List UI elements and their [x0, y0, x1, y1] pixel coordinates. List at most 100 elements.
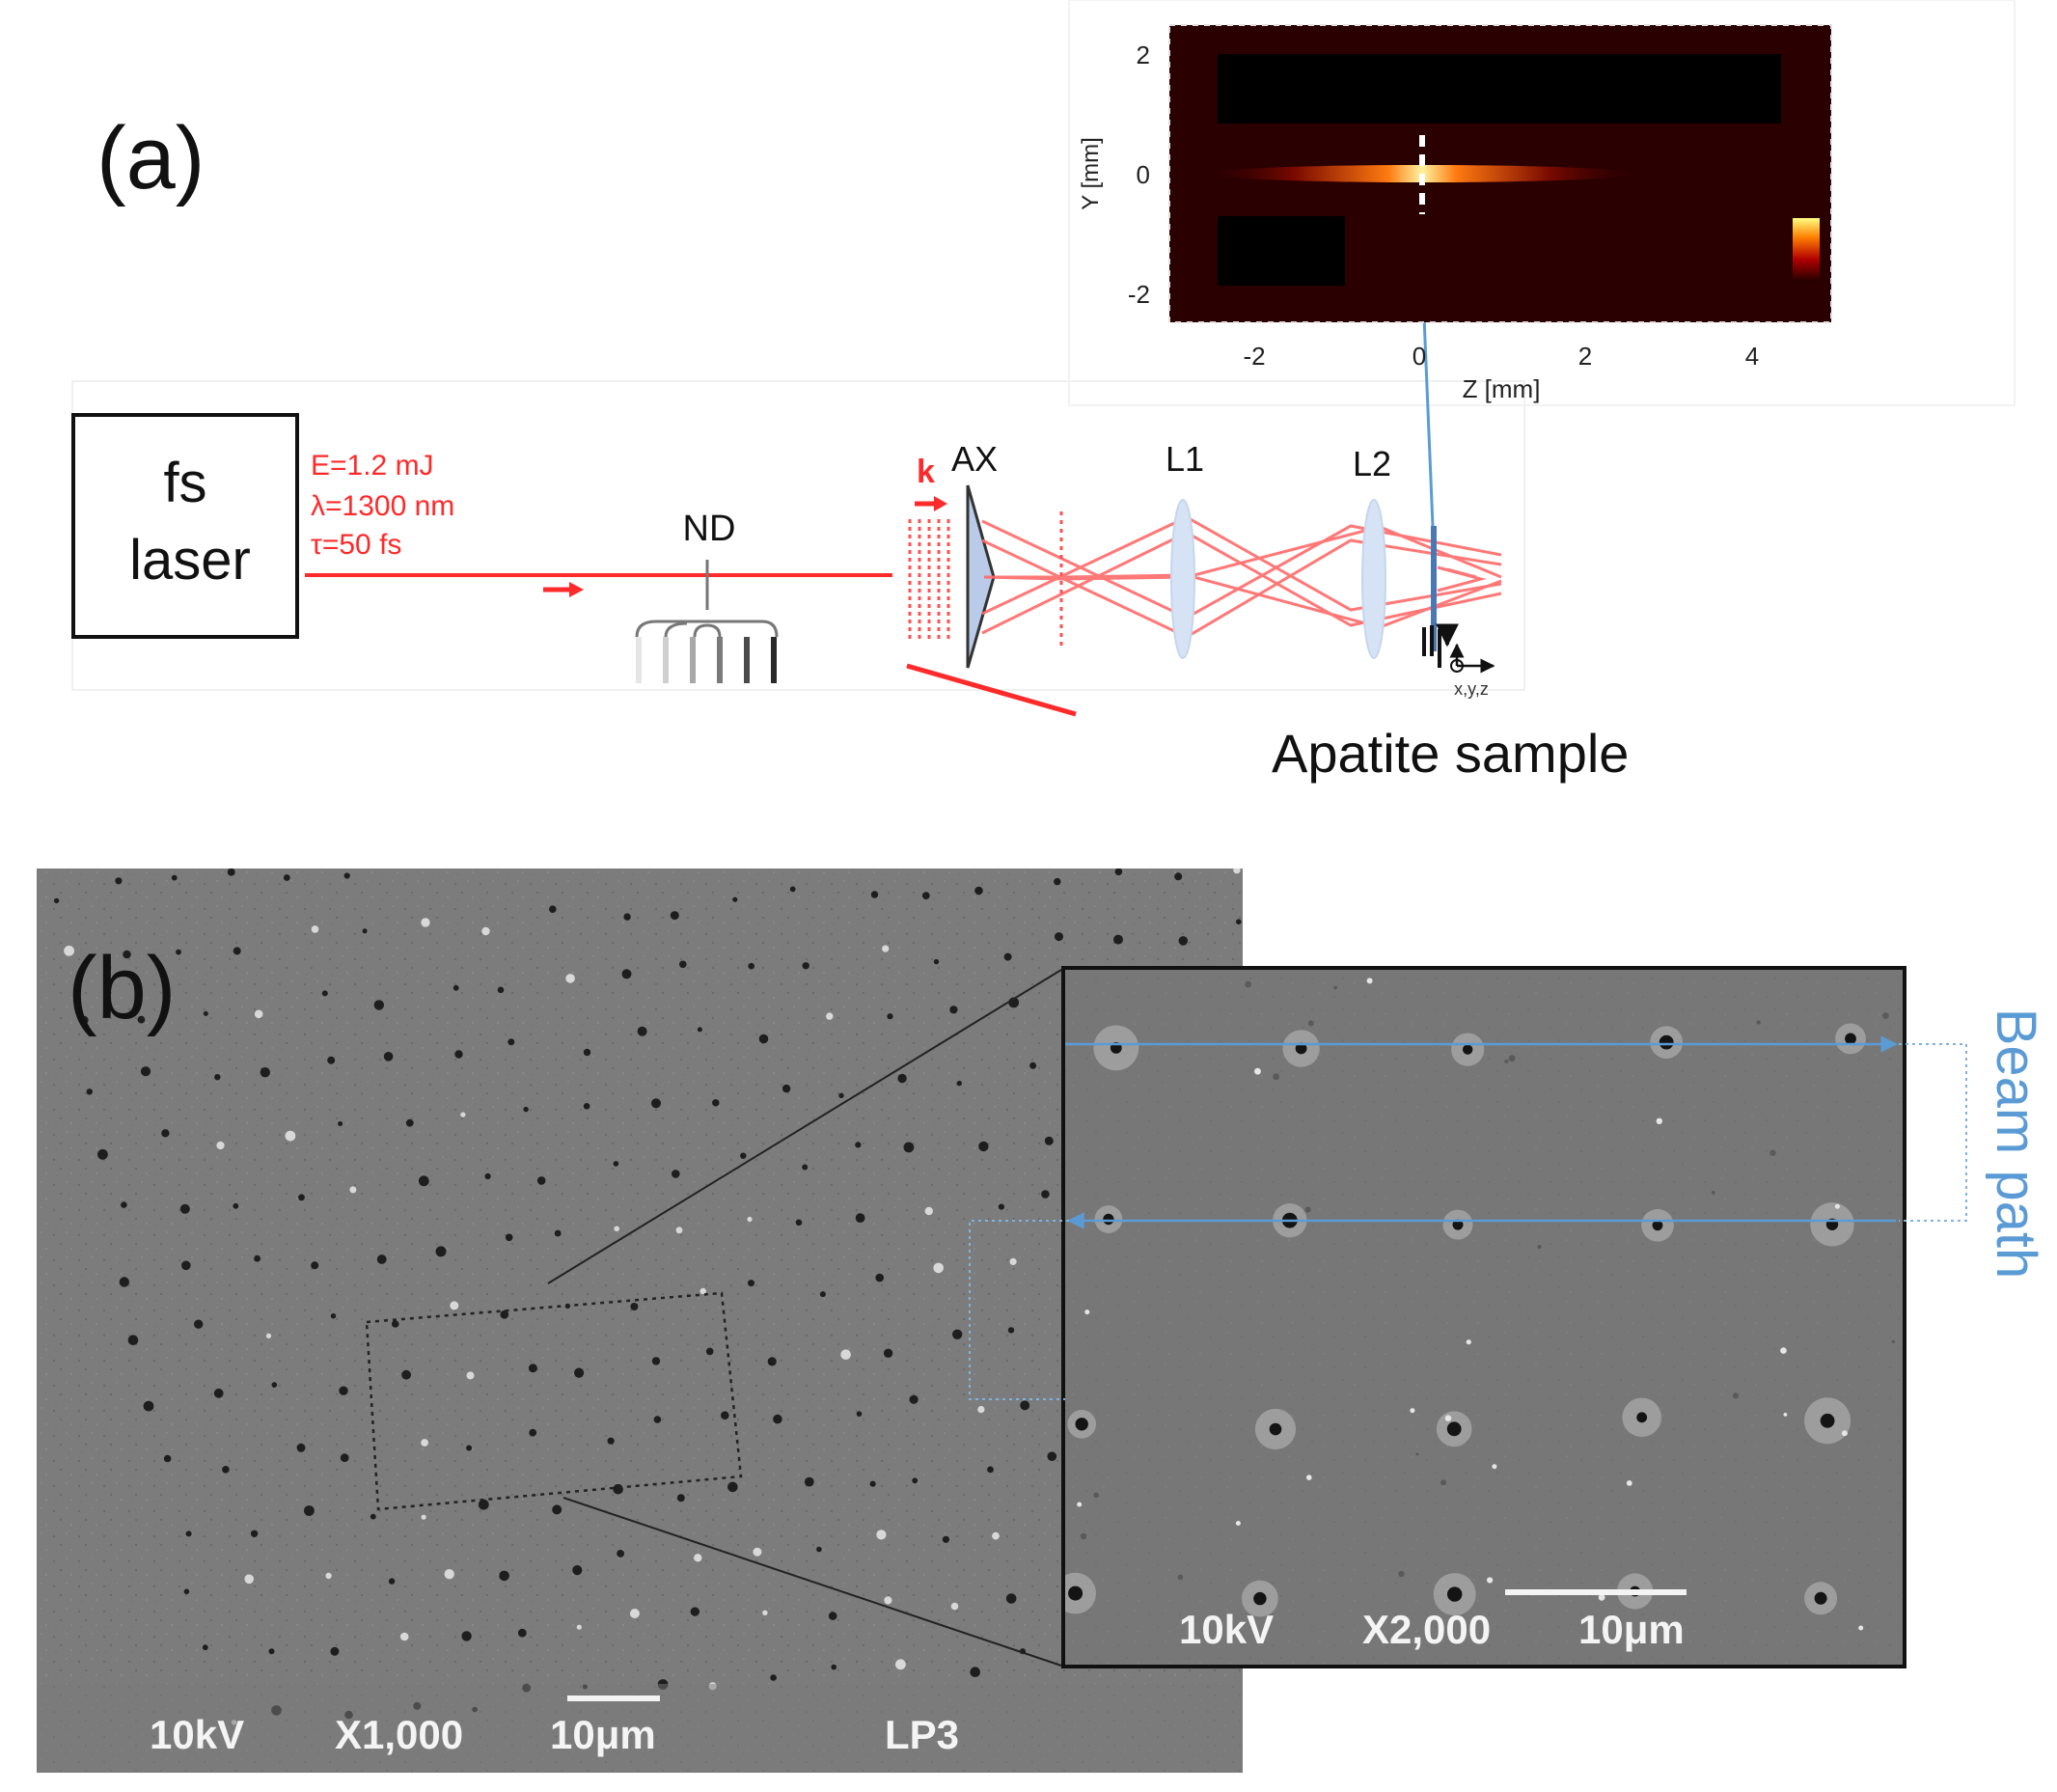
sem-pit — [311, 925, 319, 933]
sem-pit — [903, 1142, 915, 1153]
sem-pit — [651, 1357, 661, 1365]
sem-pit — [1652, 1220, 1663, 1231]
sem-pit — [413, 854, 421, 862]
sem-pit — [1047, 1451, 1057, 1461]
sem-pit — [461, 1631, 472, 1641]
sem-pit — [694, 1554, 702, 1562]
sem-pit — [466, 1371, 475, 1380]
sem-pit — [748, 962, 754, 970]
sem-pit — [339, 1386, 348, 1395]
sem-zoom-scale-label: 10μm — [1578, 1607, 1685, 1652]
sem-pit — [856, 1411, 863, 1417]
sem-pit — [614, 1226, 619, 1232]
sem-pit — [753, 1547, 762, 1557]
sem-pit — [421, 918, 430, 927]
beam-path-arrows — [969, 1035, 1967, 1400]
sem-pit — [216, 1141, 225, 1150]
sem-pit — [1104, 803, 1111, 811]
sem-speck — [1834, 1203, 1840, 1209]
sem-pit — [450, 1301, 459, 1310]
sem-pit — [86, 1089, 94, 1095]
inset-mask-top — [1218, 54, 1781, 124]
sem-pit — [912, 1477, 919, 1484]
sem-pit — [933, 958, 940, 965]
sem-pit — [233, 1202, 239, 1209]
sem-pit — [343, 872, 350, 879]
sem-pit — [529, 1428, 537, 1437]
sem-speck — [1410, 1408, 1415, 1414]
sem-pit — [298, 1194, 305, 1201]
nd-filter-icon — [635, 560, 779, 683]
sem-pit — [705, 1347, 714, 1356]
inset-mask-bottom — [1218, 216, 1345, 286]
sem-pit — [721, 1411, 729, 1420]
sem-pit — [203, 1010, 208, 1016]
sem-pit — [370, 1513, 376, 1520]
zoom-region-outline — [365, 1291, 743, 1511]
sem-pit — [405, 1118, 414, 1127]
sem-pit — [956, 1080, 962, 1087]
sem-speck — [1466, 1339, 1471, 1345]
sem-pit — [499, 1570, 509, 1582]
sem-pit — [949, 1006, 958, 1014]
sem-pit — [296, 1443, 306, 1452]
sem-pit — [161, 1129, 170, 1138]
sem-speck — [1627, 1638, 1632, 1643]
inset-ytick: -2 — [1128, 280, 1150, 309]
panel-b-label: (b) — [68, 939, 176, 1037]
sem-pit — [265, 1333, 272, 1338]
sem-pit — [762, 1610, 768, 1616]
sem-pit — [855, 1213, 865, 1223]
sem-pit — [325, 1572, 332, 1580]
sem-pit — [260, 1067, 270, 1078]
sem-pit — [254, 1254, 261, 1262]
sem-speck — [1177, 1574, 1184, 1581]
sem-pit — [1007, 1327, 1015, 1334]
sem-pit — [80, 1015, 89, 1025]
sem-pit — [391, 1320, 399, 1328]
sem-zoom-pits — [1063, 978, 1896, 1643]
sem-pit — [697, 1027, 702, 1033]
sem-zoom-magnification: X2,000 — [1362, 1607, 1491, 1652]
sem-pit — [1005, 1593, 1017, 1604]
sem-speck — [1783, 1413, 1788, 1417]
sem-pit — [758, 1034, 769, 1044]
sem-pit — [53, 897, 60, 904]
sem-pit — [500, 1310, 509, 1319]
zoom-connector-bottom — [562, 1497, 1062, 1667]
sem-pit — [630, 1303, 639, 1310]
sem-pit — [1041, 1190, 1050, 1199]
sem-pit — [748, 1280, 754, 1287]
sem-pit — [401, 1369, 411, 1380]
sem-pit — [790, 823, 796, 829]
sem-speck — [1504, 1059, 1509, 1063]
sem-pit — [482, 858, 488, 864]
sem-pit — [176, 949, 181, 955]
sem-pit — [623, 913, 631, 921]
sem-speck — [1508, 1055, 1516, 1062]
sem-pit — [183, 1588, 190, 1595]
sem-pit — [970, 1667, 980, 1677]
sem-pit — [194, 1319, 204, 1329]
sem-pit — [497, 986, 505, 994]
sem-speck — [1756, 1020, 1761, 1025]
sem-pit — [572, 1565, 583, 1576]
sem-pit — [802, 1164, 809, 1171]
sem-pit — [97, 1148, 108, 1160]
sem-speck — [1487, 1577, 1494, 1584]
sem-pit — [271, 1382, 278, 1388]
inset-xtick: 2 — [1578, 342, 1592, 371]
sem-pit — [770, 1674, 777, 1681]
sem-pit — [1236, 919, 1242, 924]
sem-pit — [998, 1203, 1004, 1210]
sem-pit — [202, 1644, 208, 1651]
sem-pit — [670, 911, 679, 921]
inset-xtick: -2 — [1243, 342, 1265, 371]
sem-pit — [466, 1445, 473, 1451]
sem-pit — [283, 874, 290, 881]
beam-path-label: Beam path — [1985, 1008, 2047, 1280]
sem-pit — [536, 1176, 546, 1185]
sem-pit — [727, 1481, 738, 1493]
sem-pit — [244, 1574, 254, 1585]
laser-box-line1: fs — [163, 452, 206, 514]
